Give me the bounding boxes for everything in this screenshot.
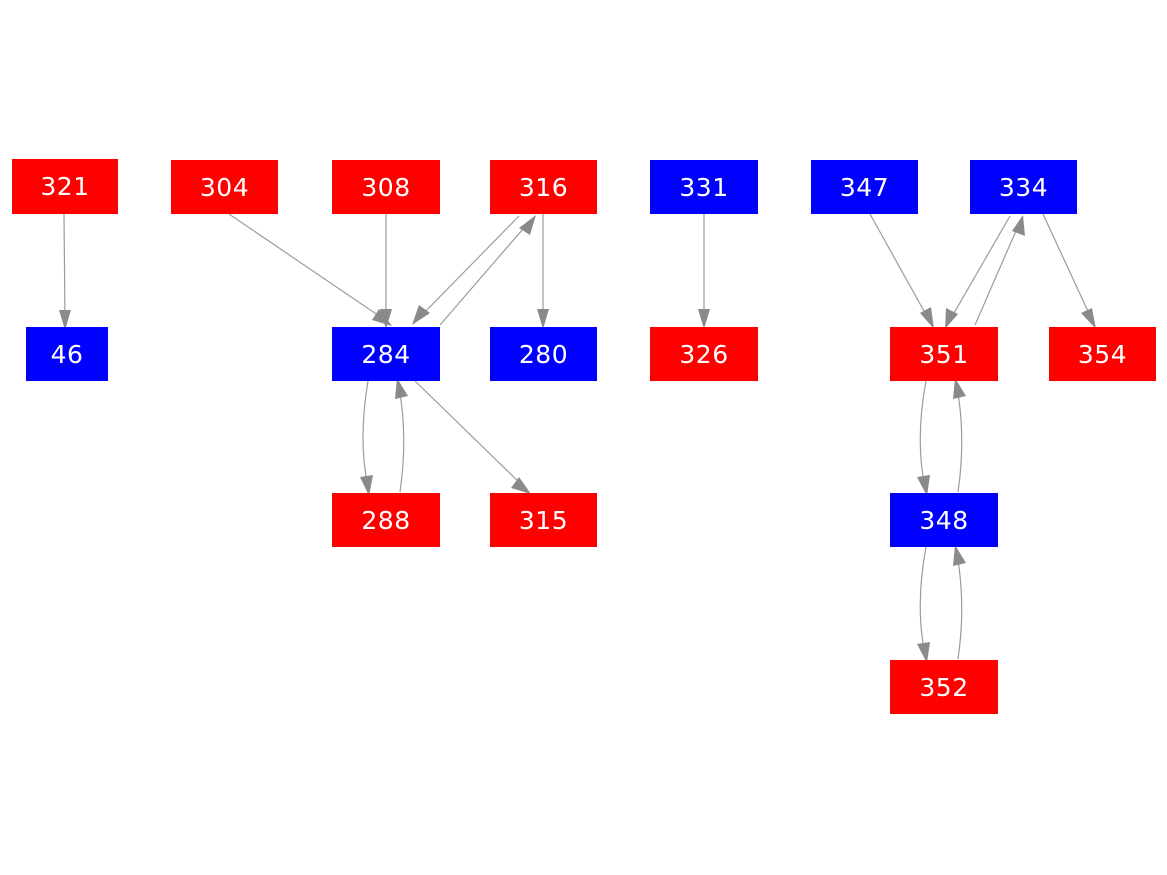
edge-line: [956, 386, 963, 493]
edge-line: [228, 213, 386, 321]
edge-line: [956, 553, 963, 660]
graph-node-321[interactable]: 321: [12, 159, 118, 214]
edge-line: [362, 380, 369, 488]
graph-edge: [869, 213, 934, 329]
arrowhead-icon: [395, 378, 408, 399]
arrowhead-icon: [1081, 308, 1096, 329]
graph-node-46[interactable]: 46: [26, 327, 108, 381]
arrowhead-icon: [412, 305, 430, 325]
edge-line: [418, 215, 520, 319]
graph-edge: [228, 213, 392, 326]
edge-line: [919, 380, 927, 488]
edge-line: [919, 546, 927, 655]
graph-edge: [439, 215, 536, 326]
graph-edge: [917, 380, 930, 496]
graph-edge: [953, 545, 966, 660]
graph-node-354[interactable]: 354: [1049, 327, 1156, 381]
edge-line: [869, 213, 930, 321]
arrowhead-icon: [511, 477, 531, 494]
arrowhead-icon: [698, 309, 710, 329]
edge-line: [63, 213, 66, 323]
graph-node-316[interactable]: 316: [490, 160, 597, 214]
arrowhead-icon: [537, 309, 549, 329]
graph-edge: [1042, 213, 1096, 329]
edge-line: [974, 223, 1020, 326]
graph-node-308[interactable]: 308: [332, 160, 440, 214]
edge-line: [949, 215, 1011, 321]
graph-edge: [380, 214, 392, 329]
graph-node-280[interactable]: 280: [490, 327, 597, 381]
graph-node-348[interactable]: 348: [890, 493, 998, 547]
graph-node-352[interactable]: 352: [890, 660, 998, 714]
graph-edge: [360, 380, 373, 496]
graph-node-347[interactable]: 347: [811, 160, 918, 214]
graph-edge: [537, 214, 549, 329]
graph-edge: [395, 378, 408, 493]
graph-node-315[interactable]: 315: [490, 493, 597, 547]
arrowhead-icon: [945, 308, 958, 329]
graph-edge: [917, 546, 930, 663]
arrowhead-icon: [372, 309, 392, 326]
arrowhead-icon: [1012, 215, 1025, 236]
graph-node-304[interactable]: 304: [171, 160, 278, 214]
arrowhead-icon: [380, 309, 392, 329]
graph-edge: [945, 215, 1011, 329]
graph-node-331[interactable]: 331: [650, 160, 758, 214]
arrowhead-icon: [953, 545, 966, 566]
graph-edge: [974, 215, 1025, 326]
arrowhead-icon: [519, 215, 536, 235]
graph-edge: [698, 214, 710, 329]
graph-node-334[interactable]: 334: [970, 160, 1077, 214]
graph-edge: [953, 378, 966, 493]
graph-node-326[interactable]: 326: [650, 327, 758, 381]
graph-node-284[interactable]: 284: [332, 327, 440, 381]
edge-line: [398, 386, 405, 493]
edge-line: [414, 380, 525, 488]
graph-edge: [59, 213, 71, 330]
graph-node-288[interactable]: 288: [332, 493, 440, 547]
edge-line: [439, 221, 530, 326]
graph-edge: [412, 215, 520, 325]
graph-edge: [414, 380, 531, 494]
arrowhead-icon: [920, 307, 934, 329]
graph-node-351[interactable]: 351: [890, 327, 998, 381]
edge-line: [1042, 213, 1093, 321]
arrowhead-icon: [953, 378, 966, 399]
